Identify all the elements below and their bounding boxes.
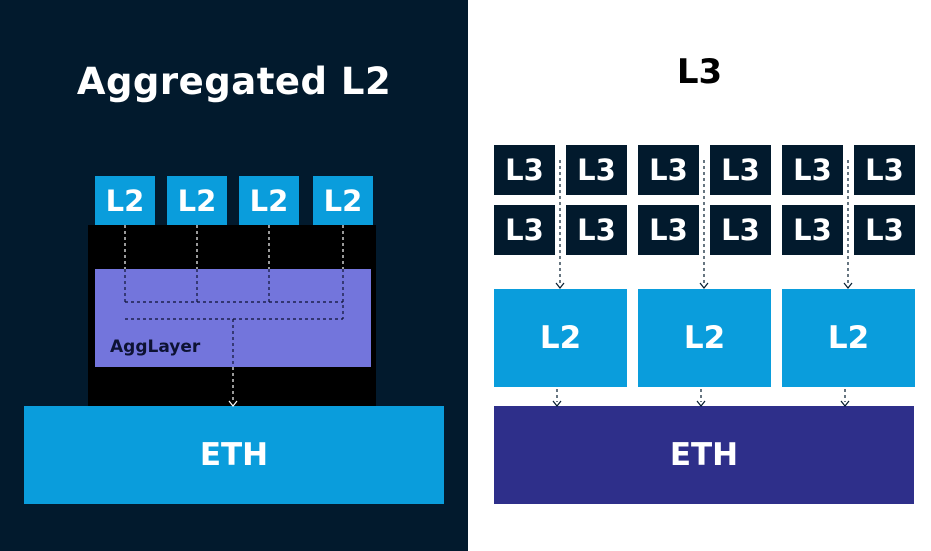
l3-box: L3: [638, 205, 699, 255]
l3-box: L3: [494, 205, 555, 255]
agglayer-label: AggLayer: [110, 337, 201, 357]
aggregated-l2-title: Aggregated L2: [76, 60, 392, 103]
right-l2-box: L2: [494, 289, 627, 387]
l3-box: L3: [710, 205, 771, 255]
l3-box: L3: [854, 205, 915, 255]
left-eth-box: ETH: [24, 406, 444, 504]
right-l2-box: L2: [782, 289, 915, 387]
l3-box: L3: [566, 205, 627, 255]
l3-box: L3: [854, 145, 915, 195]
l3-box: L3: [710, 145, 771, 195]
l3-box: L3: [566, 145, 627, 195]
l3-box: L3: [782, 145, 843, 195]
l3-box: L3: [494, 145, 555, 195]
l3-box: L3: [782, 205, 843, 255]
left-l2-box: L2: [239, 176, 299, 225]
left-l2-box: L2: [313, 176, 373, 225]
left-l2-box: L2: [167, 176, 227, 225]
l3-title: L3: [676, 52, 723, 92]
right-l2-box: L2: [638, 289, 771, 387]
left-l2-box: L2: [95, 176, 155, 225]
l3-box: L3: [638, 145, 699, 195]
right-eth-box: ETH: [494, 406, 914, 504]
